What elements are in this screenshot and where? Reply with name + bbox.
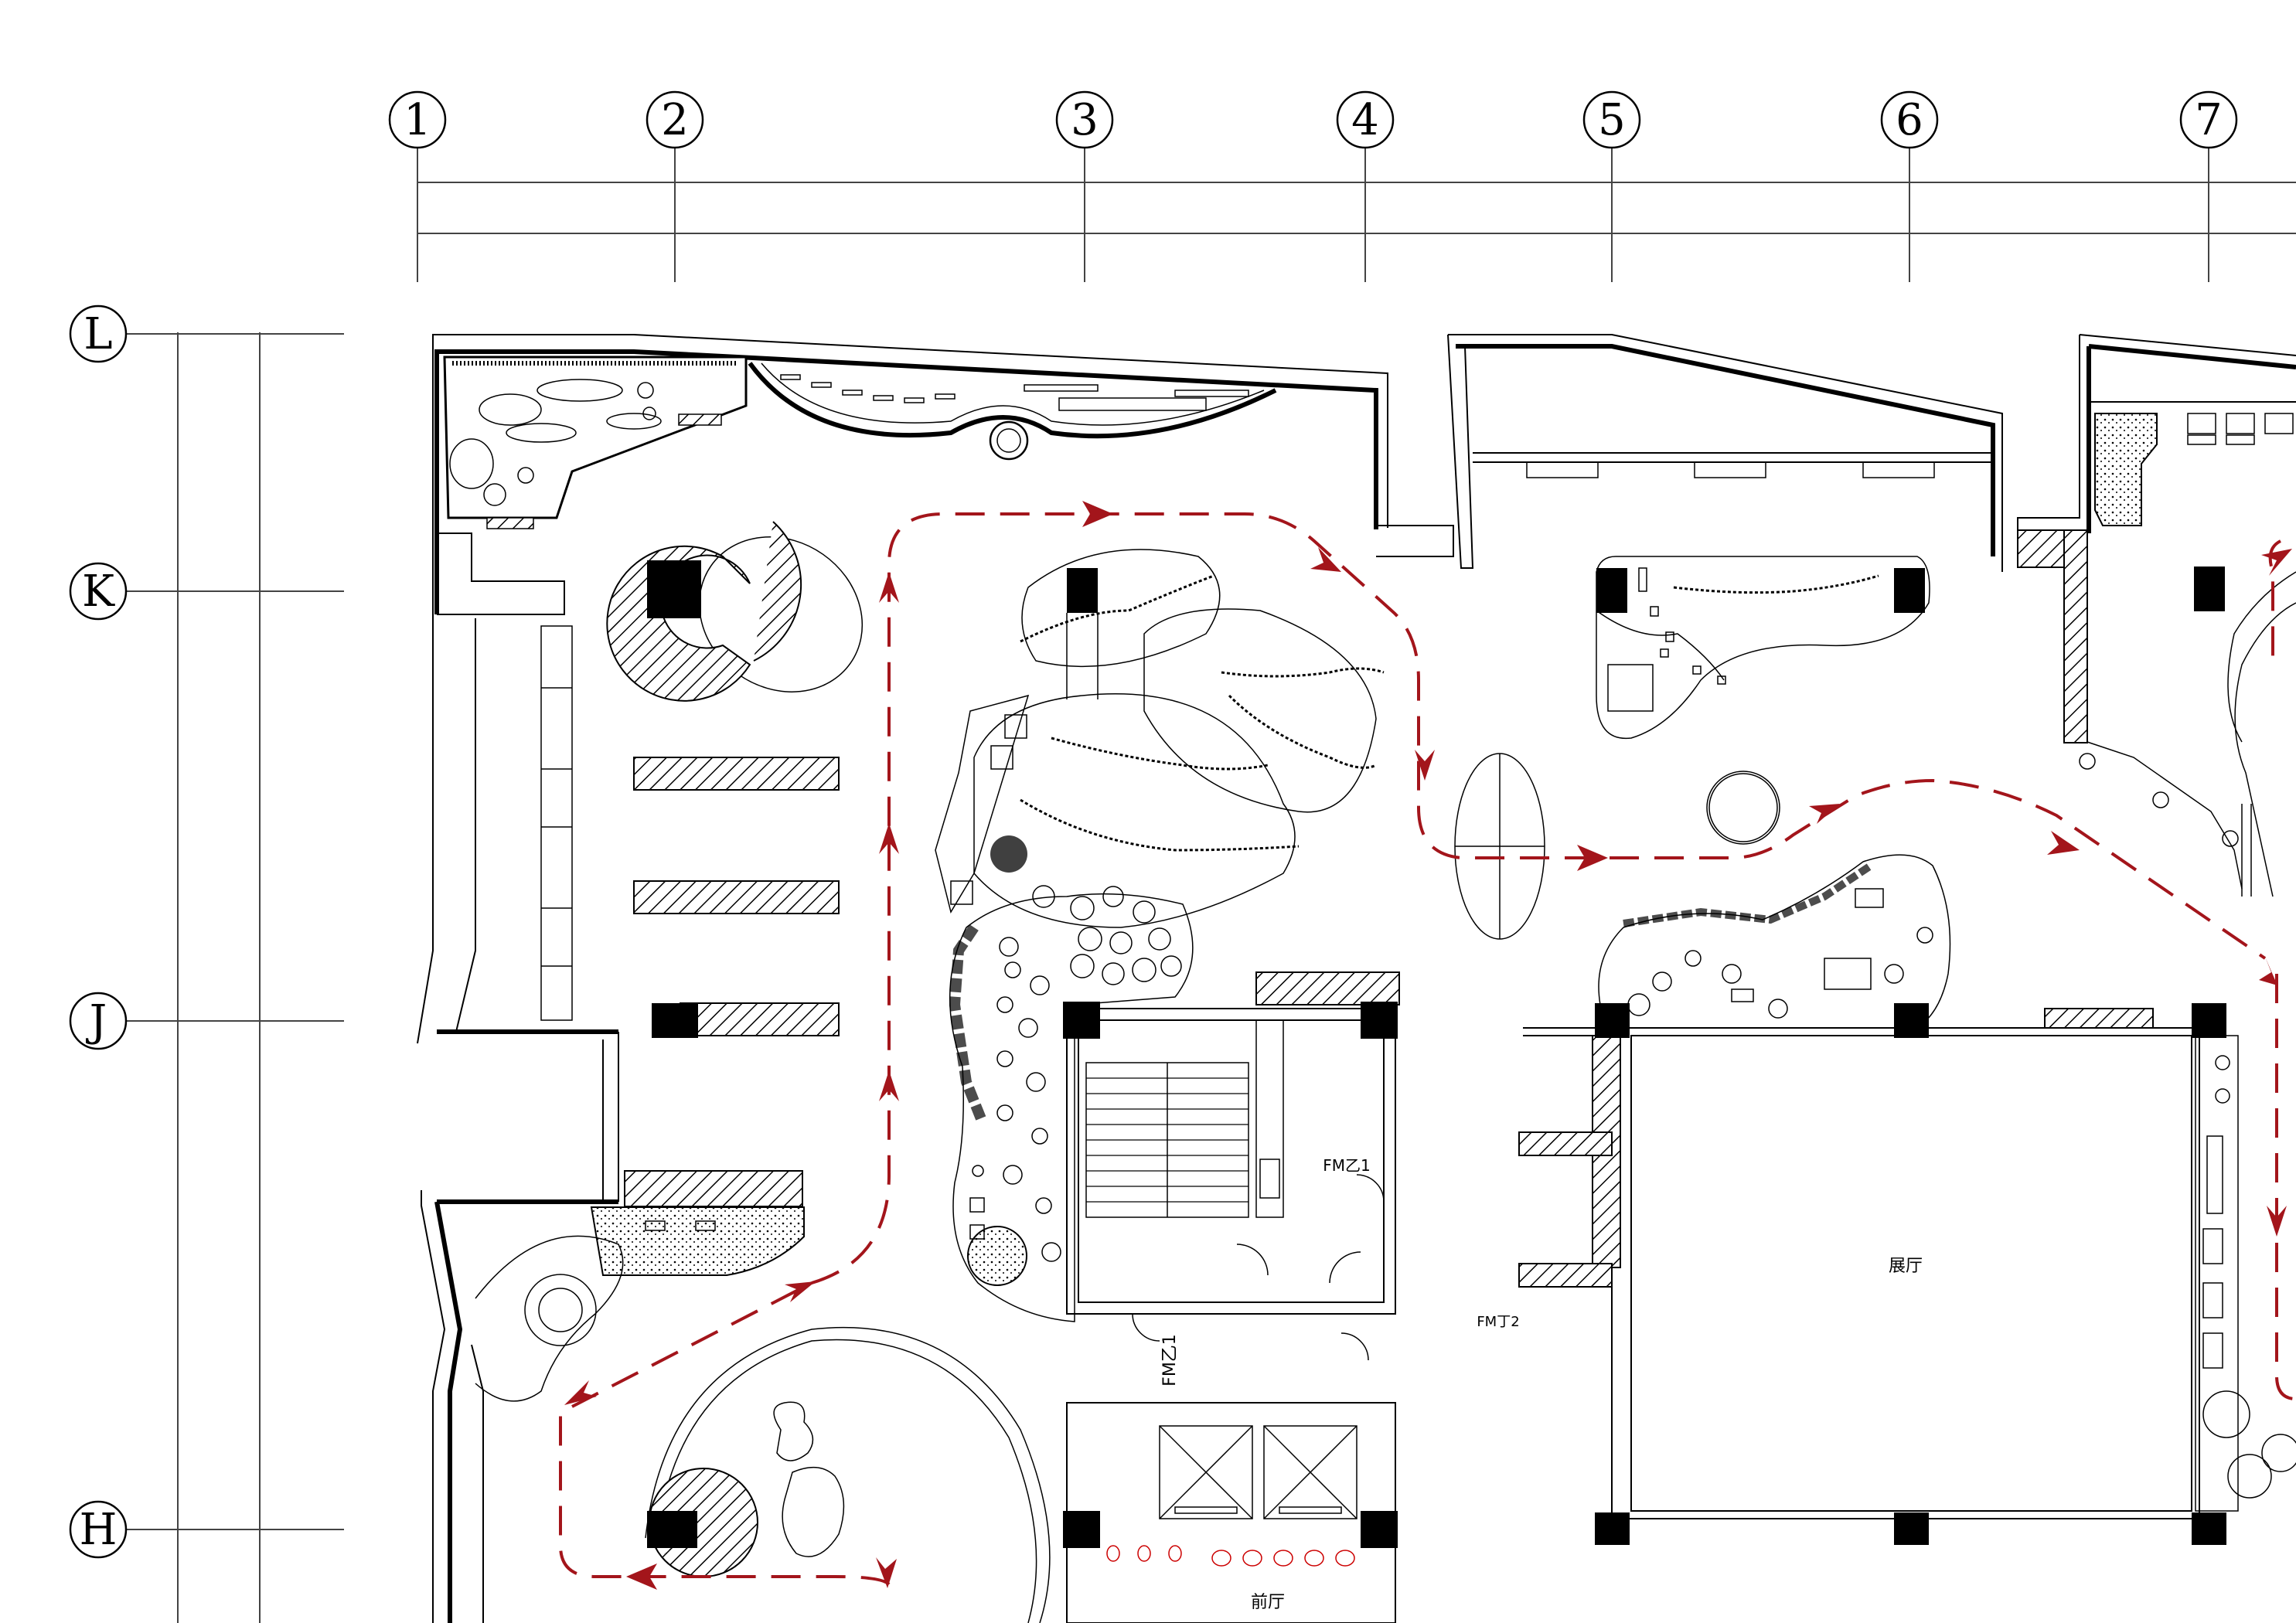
diorama-ocean-top-left xyxy=(443,356,748,529)
route-arrow xyxy=(626,1563,657,1590)
axis-bubble-1: 1 xyxy=(388,90,447,149)
route-arrow xyxy=(2261,549,2292,576)
door-label-fm1: FM乙1 xyxy=(1323,1156,1370,1175)
route-arrow xyxy=(879,823,899,854)
axis-bubble-5: 5 xyxy=(1582,90,1641,149)
axis-label: 7 xyxy=(2195,95,2223,145)
column-axis-lines xyxy=(417,147,2209,282)
oval-bench-center xyxy=(1454,753,1780,940)
axis-bubble-2: 2 xyxy=(646,90,704,149)
axis-label: 6 xyxy=(1896,95,1923,145)
route-arrow xyxy=(1310,547,1341,572)
round-kiosk-left xyxy=(606,521,864,702)
axis-bubble-J: J xyxy=(69,992,128,1050)
axis-bubble-H: H xyxy=(69,1500,128,1559)
visitor-route xyxy=(559,501,2296,1590)
axis-label: K xyxy=(82,567,115,617)
exterior-walls xyxy=(417,334,2296,1623)
diorama-terrain-right-center xyxy=(1598,854,1951,1029)
axis-label: 3 xyxy=(1071,95,1099,145)
room-label-hall: 展厅 xyxy=(1889,1257,1923,1276)
axis-label: 5 xyxy=(1598,95,1626,145)
axis-label: 2 xyxy=(661,95,689,145)
axis-bubble-L: L xyxy=(69,305,128,363)
route-arrow xyxy=(2047,831,2080,855)
axis-label: 4 xyxy=(1351,95,1379,145)
grid-axes: 1 2 3 4 5 6 7 L xyxy=(69,90,2296,1623)
route-arrow xyxy=(1415,750,1435,781)
route-arrow xyxy=(564,1380,597,1405)
route-arrow xyxy=(1577,845,1608,871)
route-arrow xyxy=(879,1070,899,1101)
axis-bubble-3: 3 xyxy=(1055,90,1114,149)
fossil-skeleton-displays xyxy=(935,549,1385,928)
structural-columns xyxy=(652,1002,2226,1548)
axis-label: H xyxy=(80,1505,118,1555)
curved-exhibit-right xyxy=(2079,413,2296,897)
axis-bubble-4: 4 xyxy=(1336,90,1395,149)
door-label-fm2: FM丁2 xyxy=(1477,1314,1519,1330)
axis-bubble-6: 6 xyxy=(1880,90,1939,149)
left-wing-fixtures xyxy=(437,532,840,1276)
axis-bubble-7: 7 xyxy=(2179,90,2238,149)
row-axis-lines xyxy=(127,333,344,1530)
axis-label: 1 xyxy=(404,95,431,145)
oval-seat-lower-left xyxy=(475,1235,624,1402)
route-arrow xyxy=(2267,1206,2287,1237)
axis-label: L xyxy=(83,309,112,359)
axis-bubble-K: K xyxy=(69,562,128,621)
stair-core xyxy=(1066,971,1400,1315)
exhibition-hall: 展厅 xyxy=(1518,1008,2296,1519)
door-label-fm3: FM乙1 xyxy=(1160,1334,1180,1387)
axis-label: J xyxy=(86,996,107,1046)
curved-display-wall xyxy=(748,362,1277,461)
planting-diorama-center xyxy=(949,835,1194,1322)
route-arrow xyxy=(876,1557,897,1588)
lift-lobby: 前厅 xyxy=(1066,1313,1396,1623)
route-arrow xyxy=(879,572,899,603)
route-arrow xyxy=(1809,804,1840,824)
route-arrow xyxy=(785,1281,816,1302)
fossil-display-right xyxy=(1596,556,1930,740)
room-label-lobby: 前厅 xyxy=(1251,1593,1285,1612)
route-arrow xyxy=(1082,501,1113,527)
round-hall-lower-left xyxy=(645,1326,1051,1623)
route-arrow xyxy=(2259,957,2277,985)
